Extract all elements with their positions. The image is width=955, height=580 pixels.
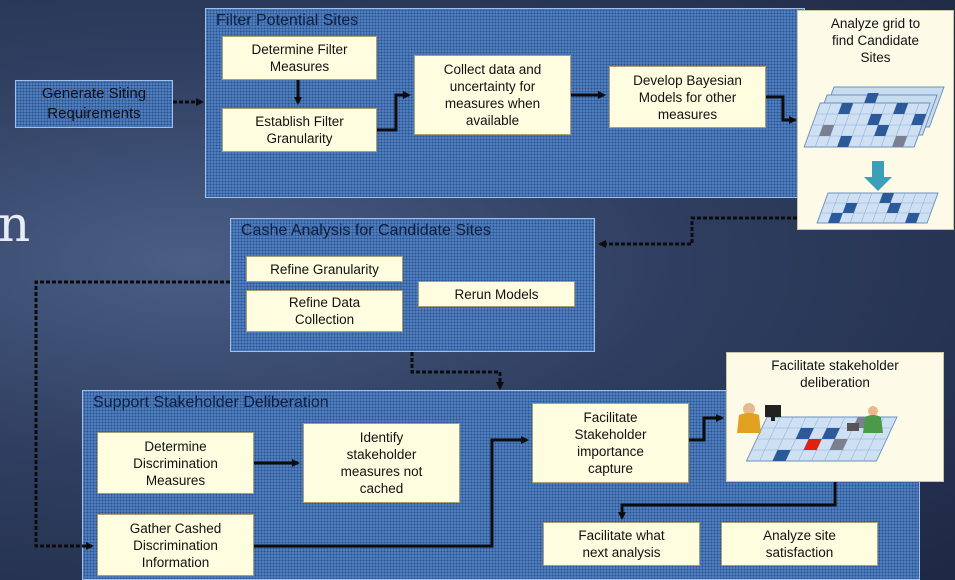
analyze-grid-caption: Analyze grid to find Candidate Sites (830, 16, 921, 65)
stakeholder-deliberation-box[interactable]: Facilitate stakeholder deliberation (726, 352, 944, 482)
panel-title: Filter Potential Sites (216, 12, 359, 29)
develop-bayesian-models-box[interactable]: Develop Bayesian Models for other measur… (609, 66, 766, 128)
determine-filter-measures-box[interactable]: Determine Filter Measures (222, 36, 377, 80)
collect-data-box[interactable]: Collect data and uncertainty for measure… (414, 55, 571, 135)
facilitate-importance-capture-box[interactable]: Facilitate Stakeholder importance captur… (532, 403, 689, 483)
deliberation-caption: Facilitate stakeholder deliberation (771, 358, 899, 390)
panel-title: Support Stakeholder Deliberation (93, 394, 329, 411)
arrow-develop-to-analyze (766, 95, 797, 124)
gather-cashed-discrimination-box[interactable]: Gather Cashed Discrimination Information (97, 514, 254, 576)
establish-filter-granularity-box[interactable]: Establish Filter Granularity (222, 108, 377, 152)
grid-layers-illustration (803, 86, 945, 224)
analyze-site-satisfaction-box[interactable]: Analyze site satisfaction (721, 522, 878, 566)
identify-stakeholder-measures-box[interactable]: Identify stakeholder measures not cached (303, 423, 460, 503)
rerun-models-box[interactable]: Rerun Models (418, 281, 575, 307)
refine-granularity-box[interactable]: Refine Granularity (246, 256, 403, 282)
determine-discrimination-measures-box[interactable]: Determine Discrimination Measures (97, 432, 254, 494)
teal-arrow (864, 161, 892, 191)
arrow-gather-to-capture (254, 436, 529, 548)
arrow-establish-to-collect (377, 91, 411, 132)
facilitate-what-next-box[interactable]: Facilitate what next analysis (543, 522, 700, 566)
analyze-grid-box[interactable]: Analyze grid to find Candidate Sites (797, 10, 954, 230)
side-text-fragment: n (0, 195, 31, 253)
stakeholder-left-icon (737, 403, 781, 433)
arrow-capture-to-deliberation (689, 414, 724, 442)
deliberation-illustration (737, 403, 898, 462)
arrow-cache-to-support (410, 352, 504, 390)
refine-data-collection-box[interactable]: Refine Data Collection (246, 290, 403, 332)
stakeholder-right-icon (847, 406, 883, 433)
arrow-loop-to-gather (34, 280, 230, 550)
panel-title: Cashe Analysis for Candidate Sites (241, 222, 491, 239)
generate-siting-requirements-box[interactable]: Generate Siting Requirements (15, 80, 173, 128)
arrow-analyze-to-cache (598, 216, 797, 248)
arrow-deliberation-to-whatnext (618, 482, 837, 520)
